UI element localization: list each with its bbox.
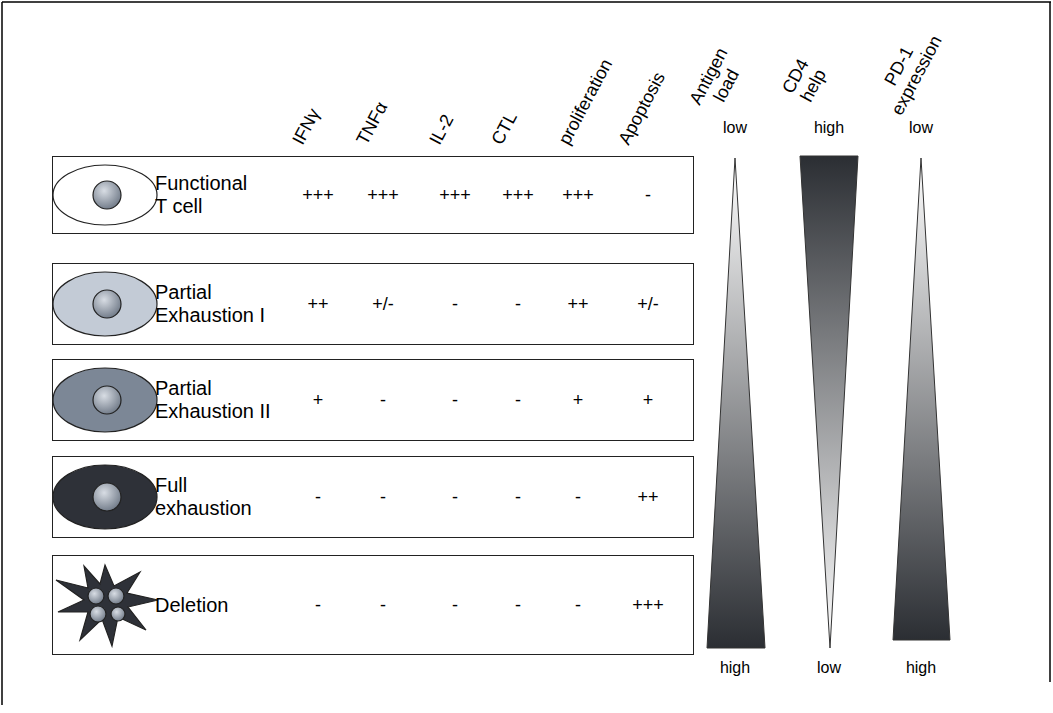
table-cell: ++ <box>307 294 328 314</box>
row-label: Functional T cell <box>155 172 260 218</box>
table-cell: - <box>575 487 581 507</box>
table-cell: - <box>315 595 321 615</box>
table-cell: + <box>643 390 654 410</box>
scale-end: low <box>909 118 933 138</box>
table-cell: + <box>573 390 584 410</box>
column-header: IL-2 <box>425 68 480 148</box>
table-cell: - <box>315 487 321 507</box>
column-header: Antigen load <box>683 40 752 122</box>
table-cell: - <box>452 487 458 507</box>
table-cell: +/- <box>372 294 394 314</box>
table-cell: - <box>452 294 458 314</box>
table-cell: +/- <box>637 294 659 314</box>
process-row: Partial Exhaustion II <box>52 359 694 441</box>
row-label: Deletion <box>155 594 283 617</box>
row-label: Partial Exhaustion II <box>155 377 283 423</box>
table-cell: - <box>452 390 458 410</box>
cell-icons <box>53 165 158 646</box>
process-row: Full exhaustion <box>52 456 694 538</box>
row-label: Full exhaustion <box>155 474 283 520</box>
scale-end: low <box>817 658 841 678</box>
table-cell: +++ <box>439 185 471 205</box>
table-cell: ++ <box>637 487 658 507</box>
column-header: Apoptosis <box>614 41 683 148</box>
table-cell: - <box>645 185 651 205</box>
process-row: Deletion <box>52 555 694 655</box>
table-cell: - <box>515 487 521 507</box>
column-header: IFNγ <box>288 68 343 148</box>
table-cell: +++ <box>502 185 534 205</box>
table-cell: - <box>515 595 521 615</box>
table-cell: +++ <box>632 595 664 615</box>
table-cell: +++ <box>562 185 594 205</box>
column-header: TNFα <box>352 68 407 148</box>
column-header: PD-1 expression <box>868 19 948 122</box>
table-cell: - <box>380 487 386 507</box>
scale-end: high <box>814 118 844 138</box>
table-cell: - <box>380 390 386 410</box>
gradient-triangles <box>707 156 950 648</box>
column-header: CTL <box>487 68 542 148</box>
scale-end: high <box>906 658 936 678</box>
table-cell: - <box>515 390 521 410</box>
table-cell: + <box>313 390 324 410</box>
table-cell: ++ <box>567 294 588 314</box>
scale-end: high <box>720 658 750 678</box>
table-cell: - <box>575 595 581 615</box>
table-cell: - <box>515 294 521 314</box>
table-cell: +++ <box>302 185 334 205</box>
table-cell: - <box>452 595 458 615</box>
column-header: CD4 help <box>770 40 839 122</box>
scale-end: low <box>723 118 747 138</box>
table-cell: - <box>380 595 386 615</box>
table-cell: +++ <box>367 185 399 205</box>
row-label: Partial Exhaustion I <box>155 281 283 327</box>
